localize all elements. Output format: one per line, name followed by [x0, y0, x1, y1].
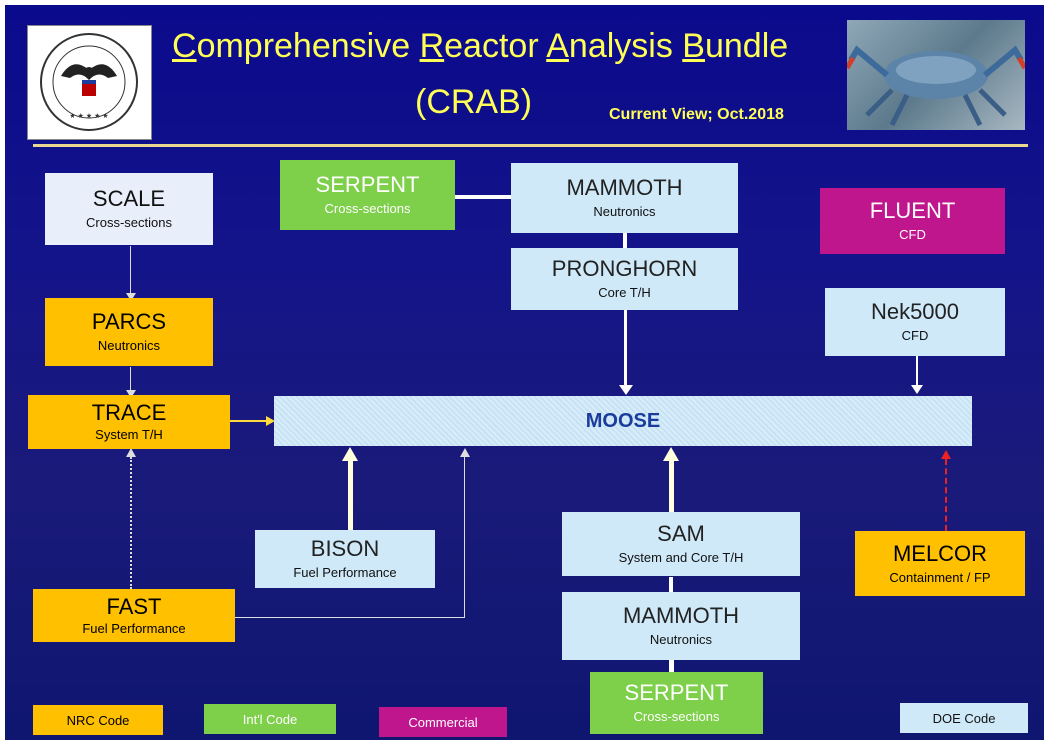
box-nek5000-sub: CFD — [901, 328, 929, 343]
box-nek5000: Nek5000 CFD — [825, 288, 1005, 356]
title-letter-b: B — [682, 27, 705, 65]
box-fast-name: FAST — [106, 593, 162, 619]
box-bison-sub: Fuel Performance — [293, 565, 397, 580]
connector-melcor-moose-dashed — [945, 459, 947, 531]
arrow-scale-parcs — [126, 293, 136, 301]
legend-commercial: Commercial — [379, 707, 507, 737]
connector-trace-moose — [230, 420, 270, 422]
title-letter-a: A — [546, 27, 569, 65]
box-melcor: MELCOR Containment / FP — [855, 531, 1025, 596]
blue-crab-photo — [847, 20, 1025, 130]
nrc-seal-icon: ★ ★ ★ ★ ★ — [27, 25, 152, 140]
arrow-sam-moose — [663, 447, 679, 461]
box-fluent-name: FLUENT — [869, 198, 956, 223]
box-fast-sub: Fuel Performance — [82, 620, 186, 636]
box-nek5000-name: Nek5000 — [870, 299, 960, 324]
box-serpent-bottom: SERPENT Cross-sections — [590, 672, 763, 734]
arrow-parcs-trace — [126, 390, 136, 398]
title-word-1: omprehensive — [196, 27, 420, 65]
title-letter-r: R — [419, 27, 445, 65]
title-word-4: undle — [704, 27, 789, 65]
connector-fast-trace-dashed — [130, 457, 132, 589]
connector-parcs-trace — [130, 367, 131, 394]
arrow-fast-moose — [460, 448, 470, 457]
box-mammoth-top: MAMMOTH Neutronics — [511, 163, 738, 233]
box-parcs-sub: Neutronics — [97, 338, 161, 353]
connector-serpent-mammoth-top — [455, 195, 515, 199]
box-mammoth-bottom: MAMMOTH Neutronics — [562, 592, 800, 660]
svg-text:★ ★ ★ ★ ★: ★ ★ ★ ★ ★ — [69, 112, 108, 120]
box-sam: SAM System and Core T/H — [562, 512, 800, 576]
box-serpent-bottom-name: SERPENT — [624, 680, 729, 705]
arrow-melcor-moose — [941, 450, 951, 459]
box-mammoth-top-sub: Neutronics — [593, 204, 656, 219]
title-divider — [33, 144, 1028, 147]
arrow-fast-trace — [126, 448, 136, 457]
box-fluent-sub: CFD — [899, 227, 926, 242]
connector-nek-moose — [916, 356, 918, 387]
slide: ★ ★ ★ ★ ★ Comprehensive Reactor Analysis… — [5, 5, 1044, 740]
arrow-bison-moose — [342, 447, 358, 461]
connector-fast-moose-h — [235, 617, 465, 618]
connector-fast-moose-v — [464, 457, 465, 618]
box-pronghorn-name: PRONGHORN — [551, 256, 698, 281]
title-word-2: eactor — [444, 27, 547, 65]
connector-scale-parcs — [130, 246, 131, 297]
title-line-1: Comprehensive Reactor Analysis Bundle — [172, 27, 788, 66]
box-pronghorn: PRONGHORN Core T/H — [511, 248, 738, 310]
box-serpent-top: SERPENT Cross-sections — [280, 160, 455, 230]
box-melcor-name: MELCOR — [892, 540, 988, 566]
legend-intl-code: Int'l Code — [204, 704, 336, 734]
box-mammoth-bottom-name: MAMMOTH — [622, 603, 740, 628]
connector-mammoth-serpent-bottom — [669, 660, 674, 672]
box-moose-name: MOOSE — [585, 409, 661, 432]
box-serpent-top-name: SERPENT — [315, 172, 420, 197]
box-serpent-top-sub: Cross-sections — [324, 201, 411, 216]
connector-sam-mammoth — [669, 577, 673, 592]
box-sam-name: SAM — [657, 521, 705, 546]
box-parcs: PARCS Neutronics — [45, 298, 213, 366]
legend-doe-code: DOE Code — [900, 703, 1028, 733]
connector-sam-moose — [669, 460, 674, 512]
box-melcor-sub: Containment / FP — [889, 569, 991, 585]
title-letter-c: C — [172, 27, 197, 65]
box-fast: FAST Fuel Performance — [33, 589, 235, 642]
arrow-trace-moose — [266, 416, 275, 426]
connector-pronghorn-moose — [624, 310, 627, 387]
box-scale: SCALE Cross-sections — [45, 173, 213, 245]
title-word-3: nalysis — [568, 27, 683, 65]
box-trace: TRACE System T/H — [28, 395, 230, 449]
box-trace-name: TRACE — [91, 400, 167, 425]
box-trace-sub: System T/H — [95, 427, 163, 442]
box-fluent: FLUENT CFD — [820, 188, 1005, 254]
current-view-label: Current View; Oct.2018 — [609, 106, 784, 123]
box-bison-name: BISON — [310, 536, 380, 561]
arrow-pronghorn-moose — [619, 385, 633, 395]
box-mammoth-top-name: MAMMOTH — [566, 175, 683, 200]
title-line-2: (CRAB) — [415, 83, 533, 121]
box-scale-sub: Cross-sections — [86, 215, 172, 230]
box-sam-sub: System and Core T/H — [618, 550, 744, 565]
box-scale-name: SCALE — [92, 186, 166, 211]
legend-nrc-code: NRC Code — [33, 705, 163, 735]
arrow-nek-moose — [911, 385, 923, 394]
connector-bison-moose — [348, 460, 353, 532]
box-pronghorn-sub: Core T/H — [598, 285, 651, 300]
box-moose: MOOSE — [274, 396, 972, 446]
box-bison: BISON Fuel Performance — [255, 530, 435, 588]
box-parcs-name: PARCS — [91, 309, 167, 334]
connector-mammoth-pronghorn — [623, 233, 627, 249]
box-mammoth-bottom-sub: Neutronics — [649, 632, 713, 647]
box-serpent-bottom-sub: Cross-sections — [633, 709, 720, 724]
